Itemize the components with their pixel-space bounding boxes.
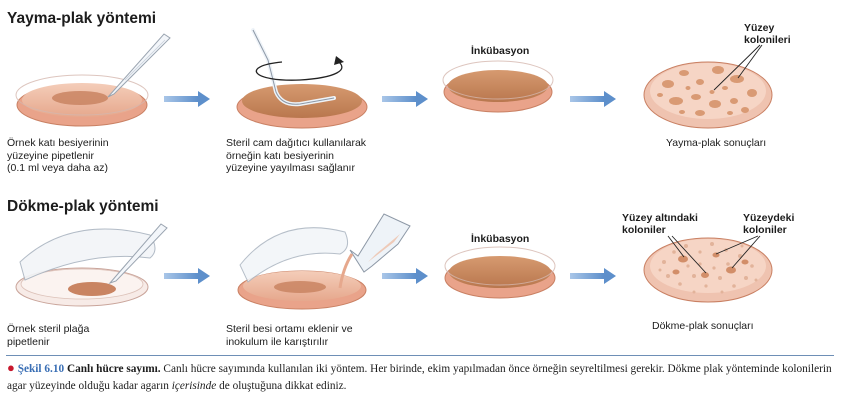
rotation-arrow-icon <box>255 56 344 81</box>
caption-spread-result: Yayma-plak sonuçları <box>666 137 767 149</box>
dish-spread-incubation <box>442 60 554 113</box>
dish-spread-result <box>643 44 773 129</box>
caption-pour-step2: Steril besi ortamı eklenir ve inokulum i… <box>226 323 353 348</box>
figure-caption: ● Şekil 6.10 Canlı hücre sayımı. Canlı h… <box>7 359 837 395</box>
arrow-5 <box>382 268 428 284</box>
pipette-icon-2 <box>108 223 168 285</box>
dish-spread-step1 <box>15 74 149 127</box>
caption-heading: Canlı hücre sayımı. <box>66 363 161 375</box>
dish-pour-step1 <box>15 228 156 307</box>
label-surface-colonies-pour: Yüzeydeki koloniler <box>743 212 795 236</box>
figure-number: Şekil 6.10 <box>17 363 65 375</box>
surface-colonies <box>657 66 757 116</box>
diagram-graphics <box>15 28 773 310</box>
arrow-1 <box>164 91 210 107</box>
caption-text-b: de oluştuğuna dikkat ediniz. <box>219 380 347 392</box>
caption-pour-result: Dökme-plak sonuçları <box>652 320 754 332</box>
caption-spread-step1: Örnek katı besiyerinin yüzeyine pipetlen… <box>7 137 109 174</box>
caption-text-a: Canlı hücre sayımında kullanılan iki yön… <box>7 363 832 392</box>
dish-pour-step2 <box>237 227 367 310</box>
caption-pour-step1: Örnek steril plağa pipetlenir <box>7 323 90 348</box>
dish-pour-incubation <box>444 246 556 299</box>
caption-divider <box>6 355 834 356</box>
arrow-4 <box>164 268 210 284</box>
label-incubation-2: İnkübasyon <box>471 233 530 245</box>
arrow-2 <box>382 91 428 107</box>
title-pour-plate: Dökme-plak yöntemi <box>7 198 159 215</box>
caption-spread-step2: Steril cam dağıtıcı kullanılarak örneğin… <box>226 137 367 174</box>
surface-colonies-pour <box>672 252 749 278</box>
arrow-6 <box>570 268 616 284</box>
label-surface-colonies: Yüzey kolonileri <box>744 22 791 46</box>
arrow-3 <box>570 91 616 107</box>
glass-spreader-icon <box>251 28 336 107</box>
title-spread-plate: Yayma-plak yöntemi <box>7 10 157 27</box>
label-subsurface-colonies: Yüzey altındaki koloniler <box>622 212 698 236</box>
subsurface-colonies <box>658 242 758 294</box>
dish-pour-result <box>643 235 773 303</box>
label-incubation-1: İnkübasyon <box>471 45 530 57</box>
dish-spread-step2 <box>236 84 368 129</box>
caption-emphasis: içerisinde <box>171 380 217 392</box>
bullet-icon: ● <box>7 360 15 375</box>
pouring-flask-icon <box>338 213 411 289</box>
pipette-icon <box>107 33 171 98</box>
